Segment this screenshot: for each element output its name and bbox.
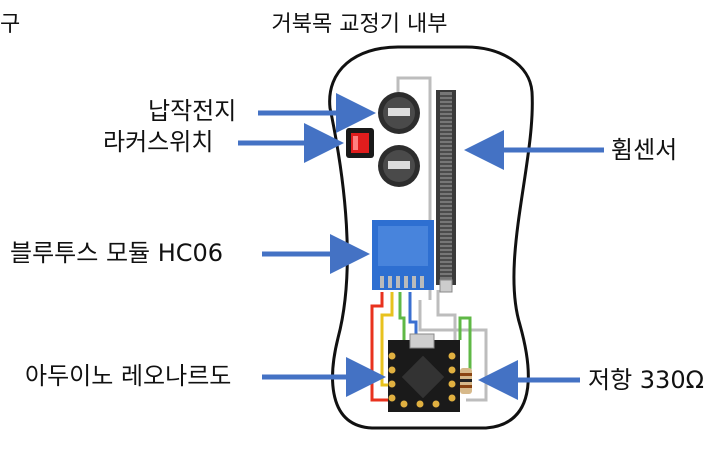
coin-battery-bottom (378, 145, 420, 187)
board-pad (388, 380, 396, 388)
arduino-board (388, 333, 460, 412)
label-resistor: 저항 330Ω (588, 366, 704, 394)
wire-gray-3 (436, 290, 457, 360)
module-pin (380, 276, 384, 288)
flex-sensor (436, 90, 456, 293)
wire-yellow (380, 292, 398, 387)
board-pad (448, 394, 456, 402)
wire-red (370, 292, 395, 402)
wire-gray-1 (396, 76, 432, 300)
module-pin (396, 276, 400, 288)
coin-battery-top (378, 92, 420, 134)
board-pad (448, 352, 456, 360)
label-battery: 납작전지 (148, 97, 237, 125)
board-pad (388, 394, 396, 402)
label-flex-sensor: 휨센서 (611, 136, 678, 164)
wire-gray-2 (418, 300, 488, 402)
module-pin (420, 276, 424, 288)
board-pad (448, 366, 456, 374)
label-arduino: 아두이노 레오나르도 (25, 362, 232, 390)
wire-green (398, 292, 406, 342)
board-pad (432, 400, 440, 408)
bluetooth-module (372, 220, 434, 290)
corner-text: 구 (0, 12, 21, 37)
label-rocker-switch: 라커스위치 (103, 128, 214, 156)
module-pin (404, 276, 408, 288)
wire-blue (408, 292, 418, 342)
rocker-switch (346, 128, 374, 158)
board-pad (388, 366, 396, 374)
wire-green-2 (458, 316, 472, 378)
module-pin (388, 276, 392, 288)
board-pad (416, 400, 424, 408)
board-pad (400, 400, 408, 408)
module-pin (412, 276, 416, 288)
board-pad (448, 380, 456, 388)
resistor (460, 368, 472, 394)
diagram-title: 거북목 교정기 내부 (271, 12, 448, 37)
board-pad (388, 352, 396, 360)
label-bluetooth-module: 블루투스 모듈 HC06 (10, 239, 224, 267)
